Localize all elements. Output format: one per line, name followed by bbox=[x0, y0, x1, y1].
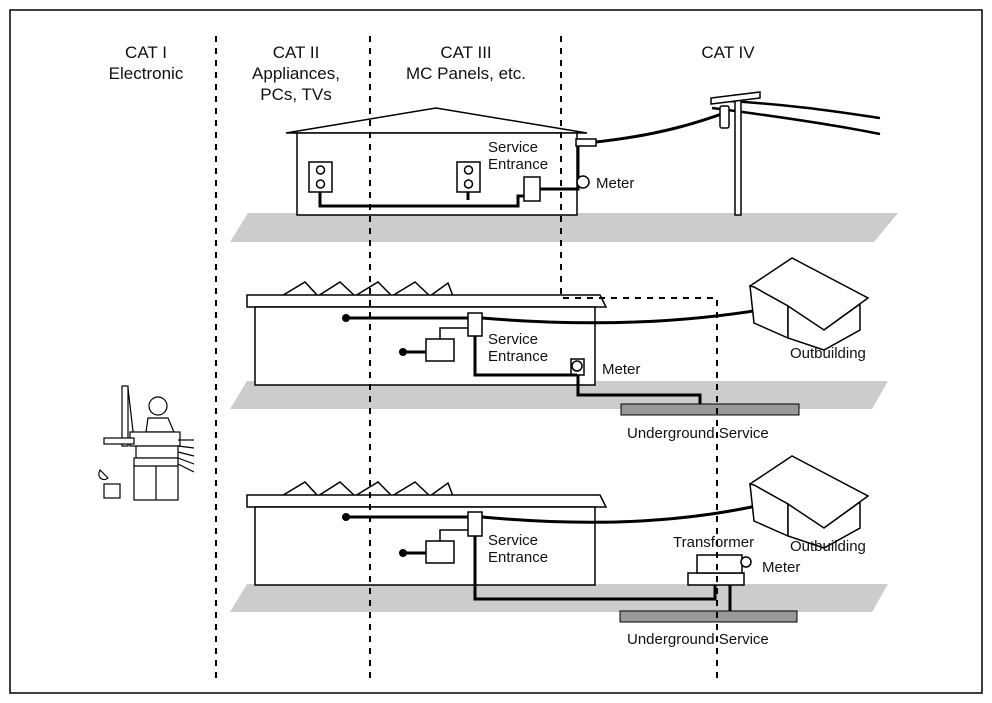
cat2-subtitle-2: PCs, TVs bbox=[260, 85, 331, 104]
meter-3-label: Meter bbox=[762, 559, 800, 576]
service-entrance-3-line1: Service bbox=[488, 532, 538, 549]
outbuilding-2-label: Outbuilding bbox=[790, 538, 866, 555]
overhead-service-drop bbox=[595, 110, 728, 144]
ground-strip-1 bbox=[230, 213, 898, 242]
cat3-subtitle: MC Panels, etc. bbox=[406, 64, 526, 83]
service-entrance-2-line2: Entrance bbox=[488, 348, 548, 365]
outbuilding-1-label: Outbuilding bbox=[790, 345, 866, 362]
underground-service-1-label: Underground Service bbox=[627, 425, 769, 442]
service-entrance-2-line1: Service bbox=[488, 331, 538, 348]
motor-load-3 bbox=[425, 540, 455, 564]
underground-service-2-label: Underground Service bbox=[627, 631, 769, 648]
branch-wire-1 bbox=[318, 192, 526, 208]
outbuilding-1 bbox=[748, 257, 870, 351]
service-entrance-3-line2: Entrance bbox=[488, 549, 548, 566]
factory-3 bbox=[246, 481, 608, 586]
cat4-title: CAT IV bbox=[701, 43, 755, 62]
meter-1-label: Meter bbox=[596, 175, 634, 192]
service-panel-1 bbox=[523, 176, 541, 202]
service-entrance-1-line1: Service bbox=[488, 139, 538, 156]
transformer-label: Transformer bbox=[673, 534, 754, 551]
factory-2 bbox=[246, 281, 608, 386]
meter-3 bbox=[740, 556, 752, 568]
underground-service-2 bbox=[619, 610, 798, 623]
motor-load-2 bbox=[425, 338, 455, 362]
ground-strip-2 bbox=[230, 381, 888, 409]
outlet-2 bbox=[456, 161, 481, 193]
pole-transformer bbox=[719, 105, 730, 129]
copier-operator-illustration bbox=[98, 385, 195, 501]
meter-2-label: Meter bbox=[602, 361, 640, 378]
service-entrance-1-line2: Entrance bbox=[488, 156, 548, 173]
utility-pole bbox=[710, 91, 761, 216]
outbuilding-2 bbox=[748, 455, 870, 549]
service-panel-2 bbox=[467, 312, 483, 337]
cat2-subtitle: Appliances, bbox=[252, 64, 340, 83]
divider-cat3-cat4 bbox=[560, 36, 718, 678]
outlet-1 bbox=[308, 161, 333, 193]
cat2-title: CAT II bbox=[273, 43, 320, 62]
cat3-title: CAT III bbox=[440, 43, 491, 62]
cat1-title: CAT I bbox=[125, 43, 167, 62]
weatherhead bbox=[575, 138, 597, 147]
underground-service-1 bbox=[620, 403, 800, 416]
meter-2 bbox=[571, 360, 583, 372]
cat1-subtitle: Electronic bbox=[109, 64, 184, 83]
diagram-frame bbox=[9, 9, 983, 694]
service-panel-3 bbox=[467, 511, 483, 537]
meter-1 bbox=[576, 175, 590, 189]
